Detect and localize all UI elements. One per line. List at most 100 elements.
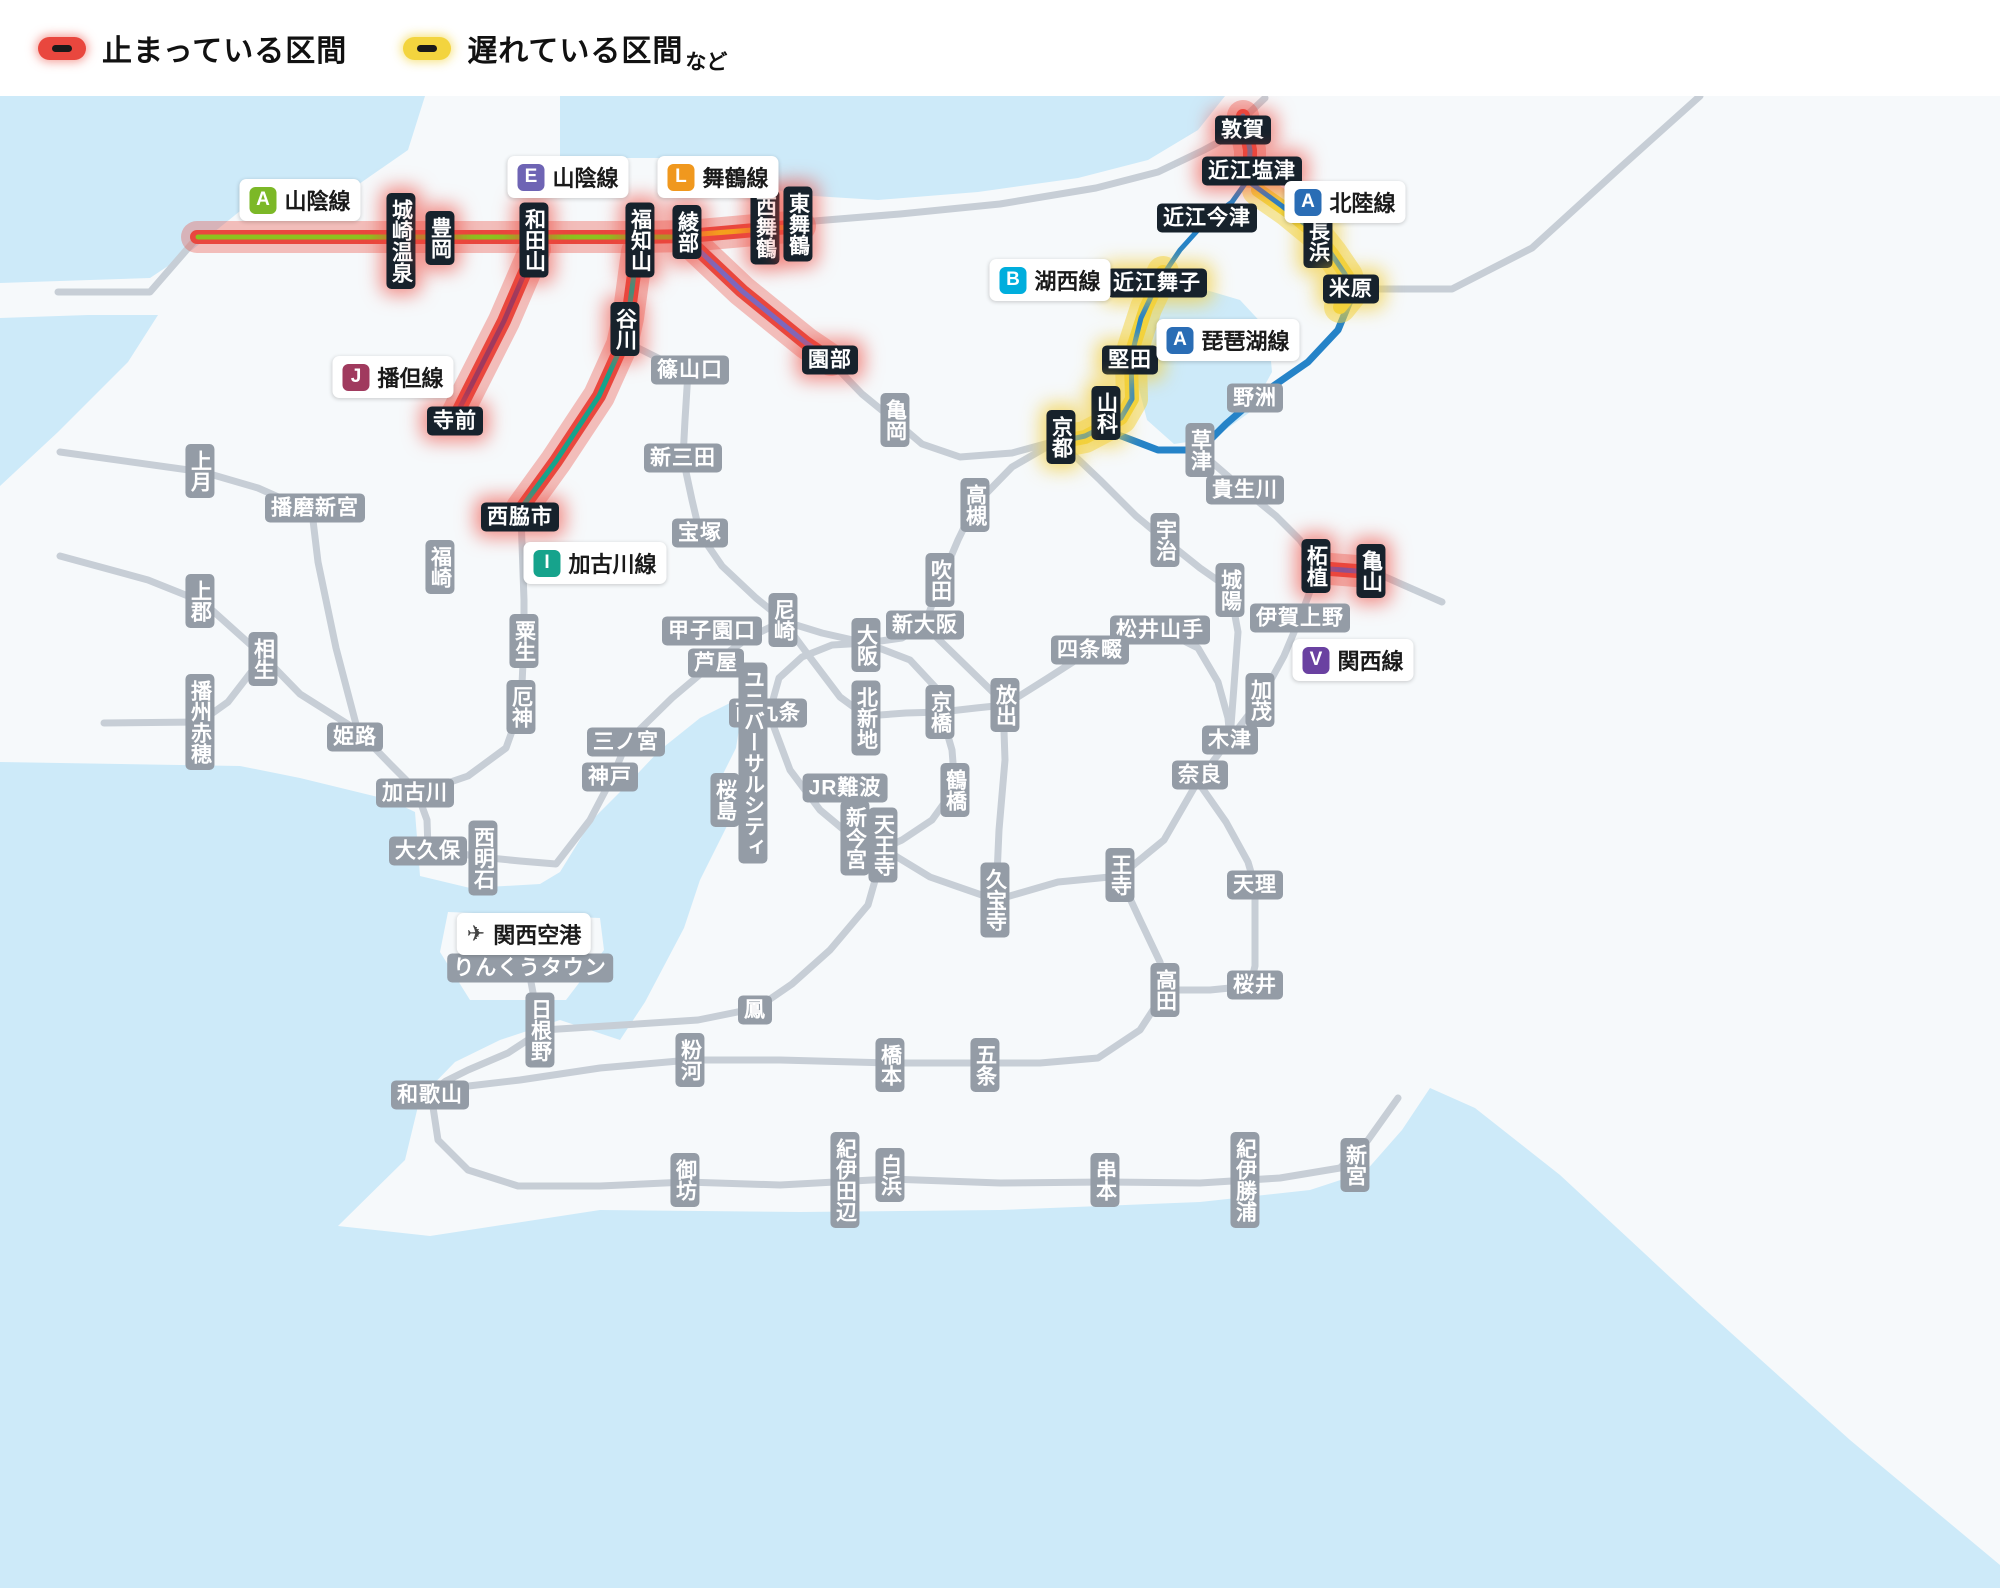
line-name: 舞鶴線	[702, 166, 769, 191]
station-label: 城崎温泉	[386, 193, 416, 289]
station-label: 亀山	[1356, 544, 1386, 598]
line-name: 山陰線	[284, 189, 351, 214]
line-badge: A 琵琶湖線	[1156, 319, 1300, 361]
station-label: 米原	[1323, 274, 1379, 304]
station-label: 東舞鶴	[783, 186, 813, 262]
station-label: 甲子園口	[662, 616, 762, 646]
station-label: 姫路	[327, 722, 383, 752]
water-area	[0, 315, 158, 486]
stopped-swatch-dash	[52, 44, 72, 52]
station-label: 上月	[185, 444, 215, 498]
station-label: 和田山	[519, 202, 549, 278]
station-label: 伊賀上野	[1250, 603, 1350, 633]
station-label: 放出	[990, 678, 1020, 732]
stopped-section-label: 止まっている区間	[102, 35, 348, 68]
station-label: 播磨新宮	[265, 493, 365, 523]
line-badge: L 舞鶴線	[657, 156, 779, 198]
station-label: 敦賀	[1215, 115, 1271, 145]
station-label: 長浜	[1303, 214, 1333, 268]
station-label: 鳳	[738, 995, 772, 1025]
station-label: 紀伊田辺	[830, 1132, 860, 1228]
rail-line	[1056, 438, 1242, 743]
line-symbol-icon: A	[249, 186, 277, 214]
line-name: 湖西線	[1034, 269, 1101, 294]
station-label: 新大阪	[886, 610, 964, 640]
line-symbol-icon: J	[342, 363, 370, 391]
station-label: 加古川	[376, 778, 454, 808]
line-badge: I 加古川線	[523, 542, 667, 584]
station-label: 城陽	[1215, 563, 1245, 617]
station-label: 粉河	[675, 1033, 705, 1087]
station-label: 近江塩津	[1202, 156, 1302, 186]
rail-line	[427, 845, 888, 1096]
station-label: 近江舞子	[1107, 268, 1207, 298]
station-label: 新三田	[644, 443, 722, 473]
station-label: 五条	[970, 1038, 1000, 1092]
station-label: 吹田	[925, 553, 955, 607]
line-name: 北陸線	[1329, 191, 1396, 216]
station-label: 寺前	[427, 406, 483, 436]
station-label: 奈良	[1172, 760, 1228, 790]
station-label: 王寺	[1105, 848, 1135, 902]
station-label: 木津	[1202, 725, 1258, 755]
station-label: 厄神	[506, 680, 536, 734]
station-label: 粟生	[509, 614, 539, 668]
line-name: 琵琶湖線	[1201, 329, 1290, 354]
line-symbol-icon: A	[1294, 188, 1322, 216]
station-label: 園部	[802, 345, 858, 375]
line-name: 山陰線	[552, 166, 619, 191]
station-label: 西明石	[468, 820, 498, 896]
station-label: 日根野	[525, 992, 555, 1068]
station-label: 和歌山	[391, 1080, 469, 1110]
station-label: 大久保	[389, 836, 467, 866]
station-label: 堅田	[1102, 345, 1158, 375]
airport-badge: ✈関西空港	[456, 913, 592, 955]
line-color-core	[685, 223, 803, 238]
station-label: 串本	[1090, 1153, 1120, 1207]
rail-line	[798, 132, 1234, 226]
station-label: 亀岡	[880, 393, 910, 447]
delayed-section-suffix: など	[685, 51, 728, 74]
station-label: ユニバーサルシティ	[738, 662, 768, 864]
legend-bar: 止まっている区間 遅れている区間 など	[0, 0, 2000, 96]
stopped-section-swatch	[38, 36, 86, 60]
station-label: 北新地	[851, 680, 881, 756]
delayed-section-label: 遅れている区間	[467, 35, 684, 68]
line-symbol-icon: I	[533, 549, 561, 577]
station-label: 桜島	[710, 773, 740, 827]
station-label: 神戸	[582, 762, 638, 792]
station-label: 高槻	[960, 478, 990, 532]
station-label: 西舞鶴	[750, 189, 780, 265]
line-symbol-icon: L	[667, 163, 695, 191]
line-badge: A 山陰線	[239, 179, 361, 221]
station-label: 篠山口	[651, 355, 729, 385]
station-label: 播州赤穂	[185, 674, 215, 770]
station-label: 芦屋	[688, 648, 744, 678]
station-label: 天王寺	[868, 807, 898, 883]
station-label: 谷川	[610, 302, 640, 356]
rail-line	[1162, 778, 1259, 994]
station-label: 新今宮	[840, 800, 870, 876]
delayed-section-swatch	[403, 36, 452, 60]
station-label: 新宮	[1340, 1138, 1370, 1192]
station-label: 鶴橋	[940, 763, 970, 817]
line-color-core	[453, 246, 538, 418]
station-label: 相生	[248, 632, 278, 686]
station-label: 柘植	[1301, 539, 1331, 593]
water-area	[0, 96, 425, 283]
station-label: 福知山	[625, 202, 655, 278]
line-symbol-icon: E	[517, 163, 545, 191]
station-label: JR難波	[802, 773, 888, 803]
station-label: 久宝寺	[980, 862, 1010, 938]
station-label: 豊岡	[425, 211, 455, 265]
line-badge: A 北陸線	[1284, 181, 1406, 223]
station-label: 尼崎	[768, 593, 798, 647]
rail-line	[56, 552, 361, 734]
line-name: 加古川線	[568, 552, 657, 577]
line-symbol-icon: A	[1166, 326, 1194, 354]
